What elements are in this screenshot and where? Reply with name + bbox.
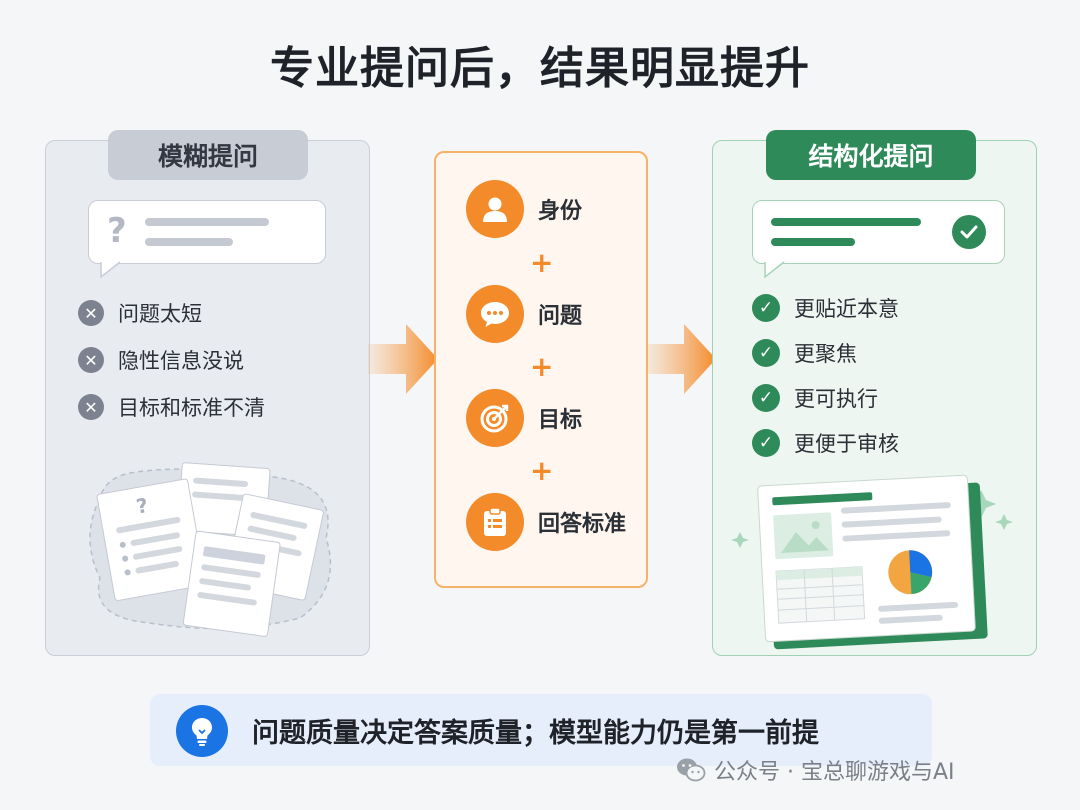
structured-report-illustration [731, 474, 1013, 650]
clipboard-icon [466, 493, 524, 551]
vague-question-bubble: ? [88, 200, 326, 264]
component-label: 身份 [538, 199, 583, 224]
component-label: 目标 [538, 408, 583, 433]
list-item: ✓ 更可执行 [752, 383, 878, 413]
arrow-right-icon [368, 324, 438, 394]
placeholder-line [145, 218, 269, 226]
benefit-label: 更贴近本意 [794, 297, 899, 321]
placeholder-line [771, 218, 921, 226]
list-item: ✕ 目标和标准不清 [78, 392, 265, 422]
plus-icon: + [530, 454, 554, 487]
list-item: ✓ 更便于审核 [752, 428, 899, 458]
check-icon: ✓ [752, 294, 780, 322]
list-item: ✕ 隐性信息没说 [78, 345, 244, 375]
placeholder-line [771, 238, 855, 246]
check-icon: ✓ [752, 429, 780, 457]
plus-icon: + [530, 246, 554, 279]
list-item: ✕ 问题太短 [78, 298, 202, 328]
chat-icon [466, 285, 524, 343]
benefit-label: 更便于审核 [794, 432, 899, 456]
check-circle-icon [952, 215, 986, 249]
arrow-right-icon [646, 324, 716, 394]
check-icon: ✓ [752, 384, 780, 412]
check-icon: ✓ [752, 339, 780, 367]
svg-text:?: ? [134, 493, 150, 519]
question-mark-icon: ? [107, 211, 127, 251]
issue-label: 目标和标准不清 [118, 396, 265, 420]
x-icon: ✕ [78, 347, 104, 373]
component-question: 问题 [466, 285, 582, 343]
bubble-tail [764, 261, 785, 279]
benefit-label: 更可执行 [794, 387, 878, 411]
list-item: ✓ 更聚焦 [752, 338, 857, 368]
plus-icon: + [530, 350, 554, 383]
bubble-tail [100, 261, 121, 279]
list-item: ✓ 更贴近本意 [752, 293, 899, 323]
issue-label: 问题太短 [118, 302, 202, 326]
target-icon [466, 389, 524, 447]
conclusion-banner [150, 694, 932, 766]
x-icon: ✕ [78, 300, 104, 326]
issue-label: 隐性信息没说 [118, 349, 244, 373]
page-title: 专业提问后，结果明显提升 [270, 43, 810, 94]
watermark: 公众号 · 宝总聊游戏与AI [676, 754, 955, 786]
vague-question-heading: 模糊提问 [108, 130, 308, 180]
wechat-icon [677, 758, 706, 782]
structured-question-heading: 结构化提问 [766, 130, 976, 180]
scattered-documents-illustration: ? [89, 462, 332, 637]
lightbulb-icon [176, 705, 228, 757]
component-goal: 目标 [466, 389, 582, 447]
benefit-label: 更聚焦 [794, 342, 857, 366]
person-icon [466, 180, 524, 238]
structured-question-bubble [752, 200, 1005, 264]
watermark-text: 公众号 · 宝总聊游戏与AI [714, 760, 955, 785]
placeholder-line [145, 238, 233, 246]
conclusion-text: 问题质量决定答案质量；模型能力仍是第一前提 [252, 718, 819, 749]
component-identity: 身份 [466, 180, 582, 238]
component-criteria: 回答标准 [466, 493, 626, 551]
x-icon: ✕ [78, 394, 104, 420]
component-label: 问题 [538, 304, 583, 329]
component-label: 回答标准 [538, 512, 627, 537]
